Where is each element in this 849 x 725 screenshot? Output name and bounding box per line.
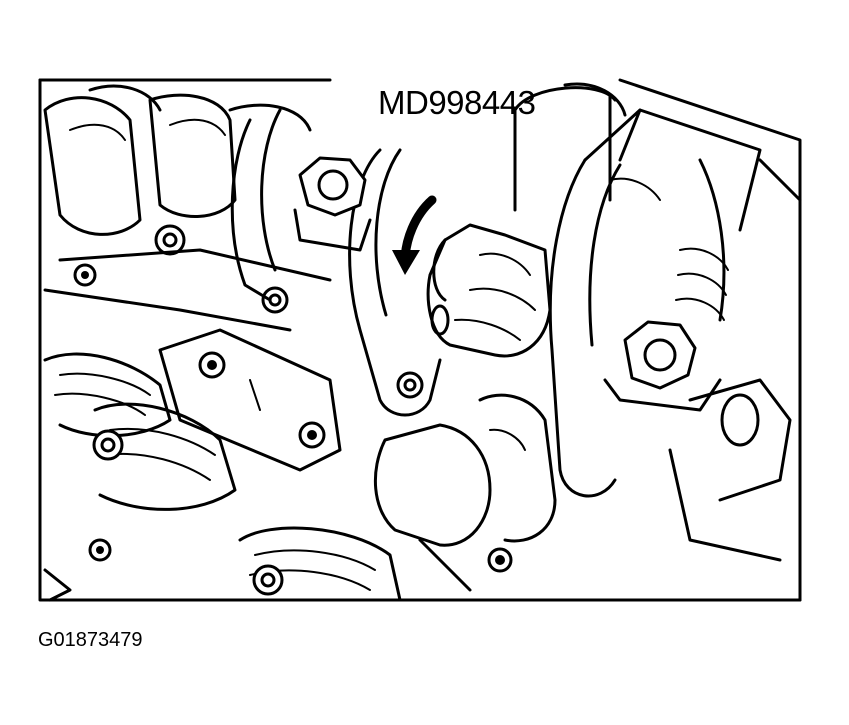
special-tool-md998443 — [426, 86, 617, 358]
tool-part-number-label: MD998443 — [378, 84, 536, 121]
valve-springs-left — [43, 352, 237, 511]
figure-code-label: G01873479 — [38, 629, 143, 651]
valve-springs-bottom — [238, 526, 402, 602]
illustration-border — [38, 78, 802, 602]
label-leader-line — [563, 82, 627, 117]
small-bolt-holes — [43, 263, 513, 602]
camshaft-lobes-center — [373, 393, 557, 592]
rear-camshaft-assembly — [43, 84, 332, 332]
bearing-cap-plate — [158, 328, 342, 472]
rocker-arm-center — [230, 108, 442, 417]
rocker-shaft-bolt-left — [293, 156, 372, 252]
cylinder-head-right — [609, 158, 802, 562]
curved-arrow-icon — [392, 195, 437, 275]
